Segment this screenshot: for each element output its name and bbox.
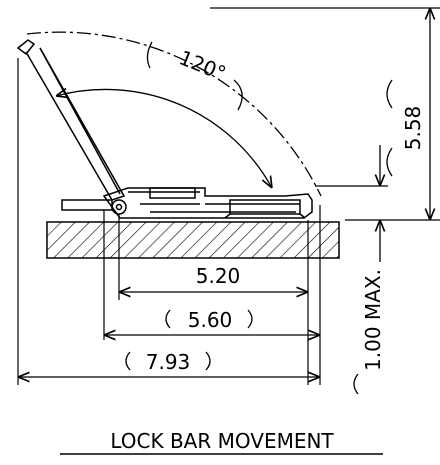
width-mid-label: 5.60 bbox=[188, 308, 233, 332]
height-max-label: 1.00 MAX. bbox=[361, 269, 385, 371]
width-outer-label: 7.93 bbox=[146, 350, 191, 374]
diagram-caption: LOCK BAR MOVEMENT bbox=[110, 429, 334, 453]
width-inner-label: 5.20 bbox=[196, 264, 241, 288]
connector-body bbox=[61, 187, 313, 219]
angle-dim-arc bbox=[56, 89, 272, 188]
base-plate bbox=[46, 221, 340, 259]
height-total-label: 5.58 bbox=[401, 106, 425, 151]
extension-lines bbox=[17, 7, 440, 385]
angle-label: 120° bbox=[176, 45, 230, 85]
lock-bar-open bbox=[16, 39, 126, 201]
rotation-arc bbox=[26, 31, 322, 197]
